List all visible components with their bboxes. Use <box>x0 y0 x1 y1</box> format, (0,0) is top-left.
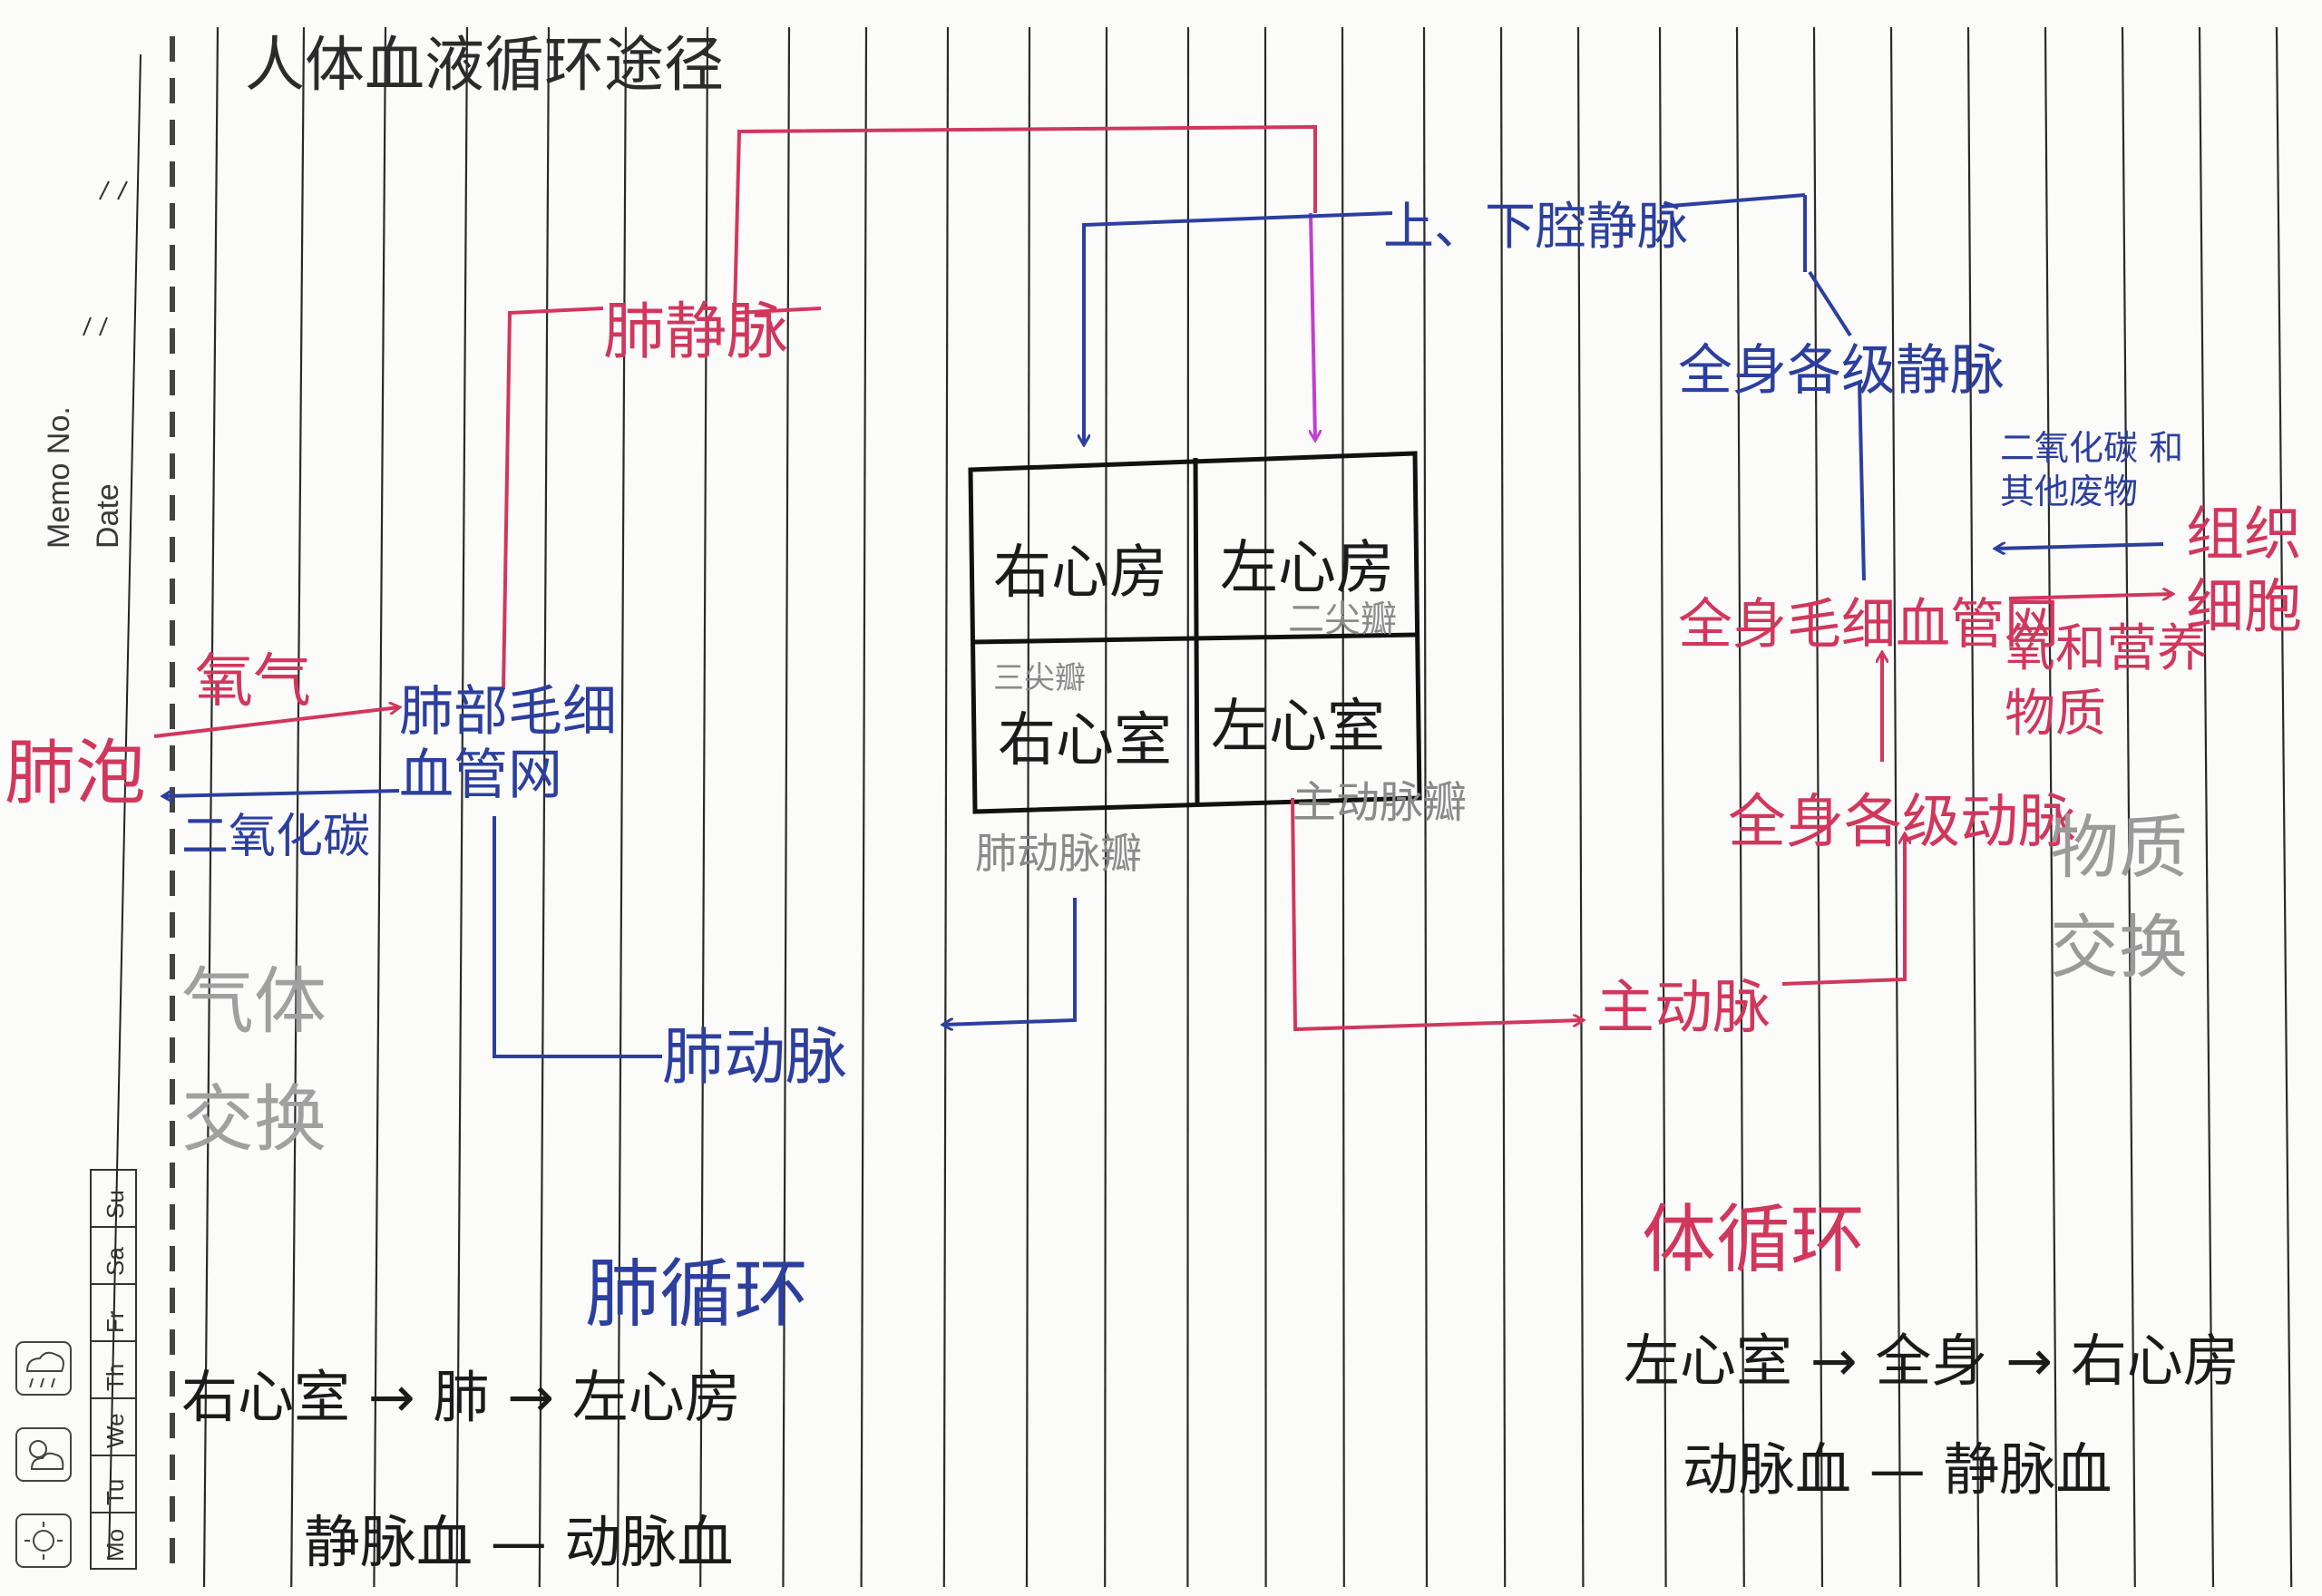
rain-cloud-icon <box>15 1341 72 1396</box>
weekday-fr: Fr <box>102 1310 129 1333</box>
material-exchange-text: 物质交换 <box>2050 807 2188 988</box>
rule-line <box>782 26 791 1588</box>
left-atrium-label: 左心房 <box>1220 535 1394 602</box>
weekday-sa: Sa <box>102 1247 129 1276</box>
pulmonary-artery-label: 肺动脉 <box>662 1022 848 1094</box>
systemic-circulation-path: 左心室 → 全身 → 右心房 <box>1624 1328 2239 1394</box>
oxygen-nutrients-text: 氧和营养物质 <box>2005 619 2208 744</box>
page-title: 人体血液循环途径 <box>245 30 724 100</box>
tricuspid-valve-label: 三尖瓣 <box>993 660 1086 696</box>
oxygen-arrow <box>153 707 399 738</box>
rule-line <box>1341 26 1345 1588</box>
pulmonary-vein-label: 肺静脉 <box>603 297 789 368</box>
tissue-cells-label: 组织细胞 <box>2186 499 2322 644</box>
oxygen-label: 氧气 <box>195 648 311 715</box>
co2-waste-text: 二氧化碳 和其他废物 <box>2000 428 2184 511</box>
date-label: Date <box>91 483 125 549</box>
material-exchange-label: 物质交换 <box>2050 798 2204 998</box>
nutrient-arrow <box>2008 594 2172 598</box>
right-atrium-label: 右心房 <box>993 540 1167 607</box>
bicuspid-valve-label: 二尖瓣 <box>1288 598 1397 640</box>
rule-line <box>1735 26 1745 1588</box>
rule-line <box>1499 26 1507 1588</box>
rule-line <box>616 26 628 1588</box>
rule-line <box>2044 26 2058 1588</box>
rule-line <box>373 26 387 1588</box>
pulmonary-artery-path <box>943 898 1077 1025</box>
pulmonary-circulation-title: 肺循环 <box>585 1251 809 1338</box>
pulmonary-circulation-path: 右心室 → 肺 → 左心房 <box>181 1364 741 1430</box>
aorta-path <box>1291 797 1583 1032</box>
rule-line <box>1889 26 1902 1588</box>
pulmonary-vein-path <box>502 124 1317 690</box>
rule-line <box>1263 26 1267 1588</box>
pulmonary-blood-change: 静脉血 — 动脉血 <box>304 1509 734 1575</box>
co2-label: 二氧化碳 <box>181 810 371 864</box>
rule-line <box>860 26 868 1588</box>
gas-exchange-text: 气体交换 <box>181 959 327 1162</box>
rule-line <box>202 26 220 1588</box>
venae-cavae-label: 上、下腔静脉 <box>1383 198 1688 257</box>
waste-arrow <box>1995 544 2164 549</box>
oxygen-nutrients-label: 氧和营养物质 <box>2005 617 2222 747</box>
left-ventricle-label: 左心室 <box>1211 694 1385 761</box>
sun-icon <box>15 1513 72 1568</box>
right-ventricle-label: 右心室 <box>998 707 1172 774</box>
rule-line <box>1812 26 1824 1588</box>
pulmonary-valve-label: 肺动脉瓣 <box>975 829 1142 878</box>
rule-line <box>1422 26 1429 1588</box>
rule-line <box>699 26 709 1588</box>
tissue-cells-text: 组织细胞 <box>2186 501 2302 641</box>
weekday-table <box>90 1169 137 1570</box>
rule-line <box>1658 26 1667 1588</box>
rule-line <box>538 26 551 1588</box>
rule-line <box>1025 26 1031 1588</box>
rule-line <box>2121 26 2136 1588</box>
systemic-blood-change: 动脉血 — 静脉血 <box>1683 1436 2112 1503</box>
weekday-th: Th <box>102 1363 129 1391</box>
pulmonary-capillaries-label: 肺部毛细血管网 <box>399 680 617 807</box>
rule-line <box>290 26 306 1588</box>
systemic-capillaries-label: 全身毛细血管网 <box>1678 593 2059 657</box>
gas-exchange-label: 气体交换 <box>181 943 345 1179</box>
systemic-veins-label: 全身各级静脉 <box>1678 339 2005 403</box>
heart-diagram-box <box>968 451 1422 814</box>
rule-line <box>2198 26 2215 1588</box>
rule-line <box>1966 26 1980 1588</box>
rule-line <box>942 26 950 1588</box>
co2-arrow <box>163 789 400 796</box>
weekday-tu: Tu <box>102 1478 129 1505</box>
rule-line <box>2275 26 2293 1588</box>
rule-line <box>1576 26 1585 1588</box>
weekday-su: Su <box>102 1190 129 1219</box>
co2-waste-label: 二氧化碳 和其他废物 <box>2000 426 2190 513</box>
systemic-circulation-title: 体循环 <box>1642 1197 1866 1283</box>
rule-line <box>455 26 469 1588</box>
aorta-label: 主动脉 <box>1596 975 1771 1042</box>
pulmonary-capillaries-text: 肺部毛细血管网 <box>399 680 617 807</box>
aortic-valve-label: 主动脉瓣 <box>1293 777 1468 828</box>
weekday-mo: Mo <box>102 1528 129 1562</box>
systemic-arteries-label: 全身各级动脉 <box>1728 789 2076 856</box>
memo-number-label: Memo No. <box>42 406 76 549</box>
partly-cloudy-icon <box>15 1427 72 1482</box>
venae-cavae-path <box>1084 193 1807 444</box>
weekday-we: We <box>102 1413 129 1448</box>
alveoli-label: 肺泡 <box>5 733 147 814</box>
